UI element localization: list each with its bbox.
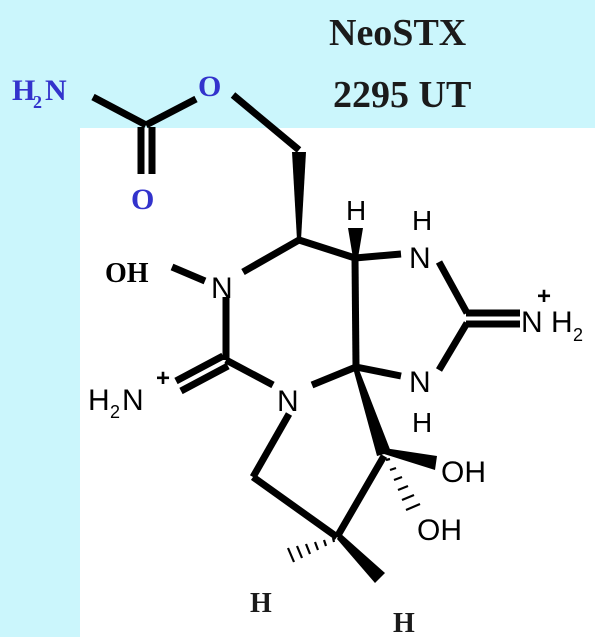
label-carbamate-h: H — [12, 74, 35, 107]
wedge-ch2-c6 — [292, 152, 306, 240]
label-iminium-right-charge: + — [537, 283, 551, 310]
carbamate-bonds — [91, 92, 302, 174]
bond-carbonyl-o-ester — [144, 95, 198, 129]
label-h-bottom-right: H — [393, 608, 415, 637]
bond-c6-c4 — [297, 236, 357, 262]
label-oh-1: OH — [441, 456, 486, 489]
structure-panel — [80, 128, 595, 637]
label-iminium-right-h: H — [551, 306, 573, 339]
bond-iminium-double-a — [174, 352, 225, 385]
label-o-carbonyl: O — [131, 183, 154, 216]
label-h-c4: H — [346, 195, 366, 226]
bond-o-ester-ch2 — [230, 92, 302, 153]
bond-c2-n3 — [224, 356, 275, 389]
label-carbamate-n: N — [45, 74, 67, 107]
label-iminium-right-n: N — [521, 306, 543, 339]
label-n7: N — [409, 366, 431, 399]
hash-c12-oh — [385, 457, 421, 512]
label-iminium-left-h: H — [88, 384, 110, 417]
label-oh-n1: OH — [105, 258, 149, 289]
label-iminium-right-sub: 2 — [573, 325, 583, 345]
ring-bonds — [170, 236, 520, 540]
label-oh-2: OH — [417, 514, 462, 547]
label-iminium-left-charge: + — [156, 365, 170, 392]
bond-c6-n1 — [241, 236, 301, 276]
wedge-c11-h — [337, 533, 385, 583]
label-o-ester: O — [198, 70, 221, 103]
bond-c5-n7 — [355, 363, 402, 380]
bond-n3-c5 — [310, 363, 358, 389]
wedge-c12-oh — [384, 448, 437, 470]
bond-c11-c12 — [333, 454, 388, 539]
label-n3: N — [277, 385, 299, 418]
wedge-c5-c12 — [353, 367, 391, 456]
toxin-name: NeoSTX — [329, 12, 467, 54]
label-h-n9: H — [412, 205, 432, 236]
wedge-c4-h — [348, 228, 363, 258]
potency-value: 2295 UT — [333, 74, 472, 116]
hash-c11-h — [286, 537, 336, 563]
bond-c10-c11 — [250, 474, 340, 540]
bond-iminium-double-b — [179, 362, 230, 395]
label-h-bottom-left: H — [250, 588, 272, 619]
bond-c4-n9 — [354, 250, 402, 262]
label-iminium-left-n: N — [122, 384, 144, 417]
label-n1: N — [211, 272, 233, 305]
bond-n-carbonyl — [91, 93, 148, 129]
bond-n3-c10 — [249, 412, 293, 479]
bond-n9-c8 — [435, 260, 471, 315]
label-h-n7: H — [412, 407, 432, 438]
label-iminium-left-sub: 2 — [110, 402, 120, 422]
bond-n7-c8 — [435, 321, 471, 372]
bond-c4-c5 — [351, 257, 360, 368]
label-n9: N — [409, 242, 431, 275]
label-carbamate-sub: 2 — [33, 92, 42, 112]
bond-oh-n1 — [170, 263, 207, 285]
